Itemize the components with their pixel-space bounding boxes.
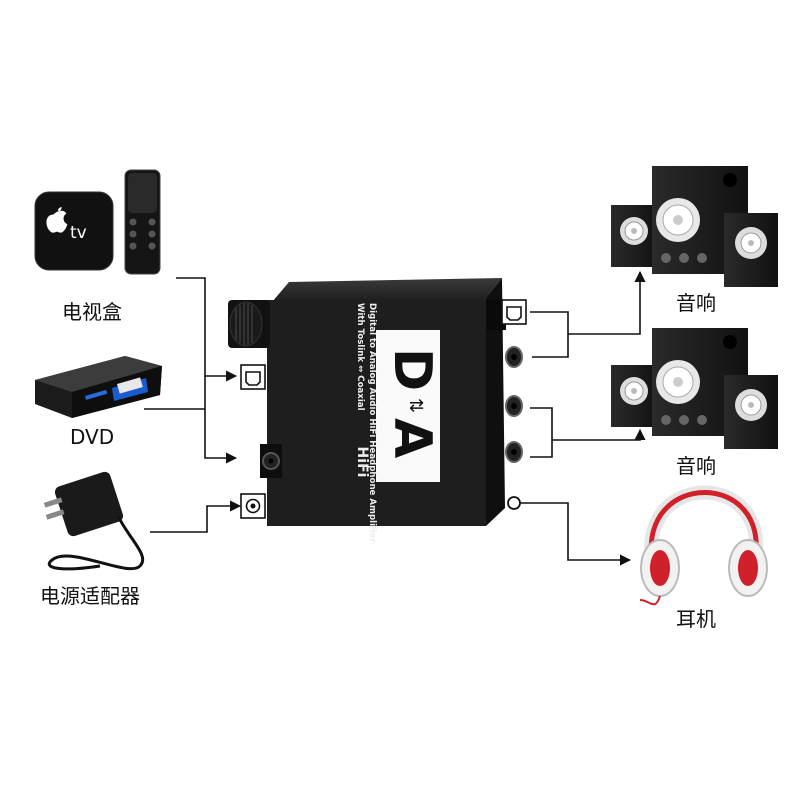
speaker-set-bottom-image	[611, 328, 778, 449]
label-power-adapter: 电源适配器	[40, 584, 140, 608]
dac-device	[228, 278, 523, 526]
label-tv-box: 电视盒	[62, 300, 122, 324]
dvd-player-image	[35, 356, 162, 418]
label-headphones: 耳机	[676, 607, 716, 631]
label-dvd: DVD	[70, 425, 115, 449]
optical-input-icon	[240, 364, 266, 390]
hifi-text: HiFi	[354, 446, 370, 478]
tv-box-image: tv	[34, 169, 161, 275]
power-adapter-image	[43, 471, 145, 571]
label-speakers-top: 音响	[676, 291, 716, 315]
input-wires	[144, 277, 242, 533]
hifi-badge: HiFi	[328, 447, 388, 478]
label-speakers-bottom: 音响	[676, 454, 716, 478]
optical-output-icon	[501, 299, 527, 325]
speaker-set-top-image	[611, 166, 778, 287]
logo-letter-a: A	[382, 418, 442, 459]
coaxial-input-icon	[240, 493, 266, 519]
logo-letter-d: D	[382, 348, 442, 392]
headphones-image	[639, 485, 768, 606]
output-wires	[520, 270, 646, 566]
logo-arrows-icon: ⇅	[405, 398, 426, 414]
apple-logo-icon	[46, 207, 68, 233]
tv-logo-text: tv	[70, 223, 87, 243]
headphone-jack-icon	[507, 496, 521, 510]
